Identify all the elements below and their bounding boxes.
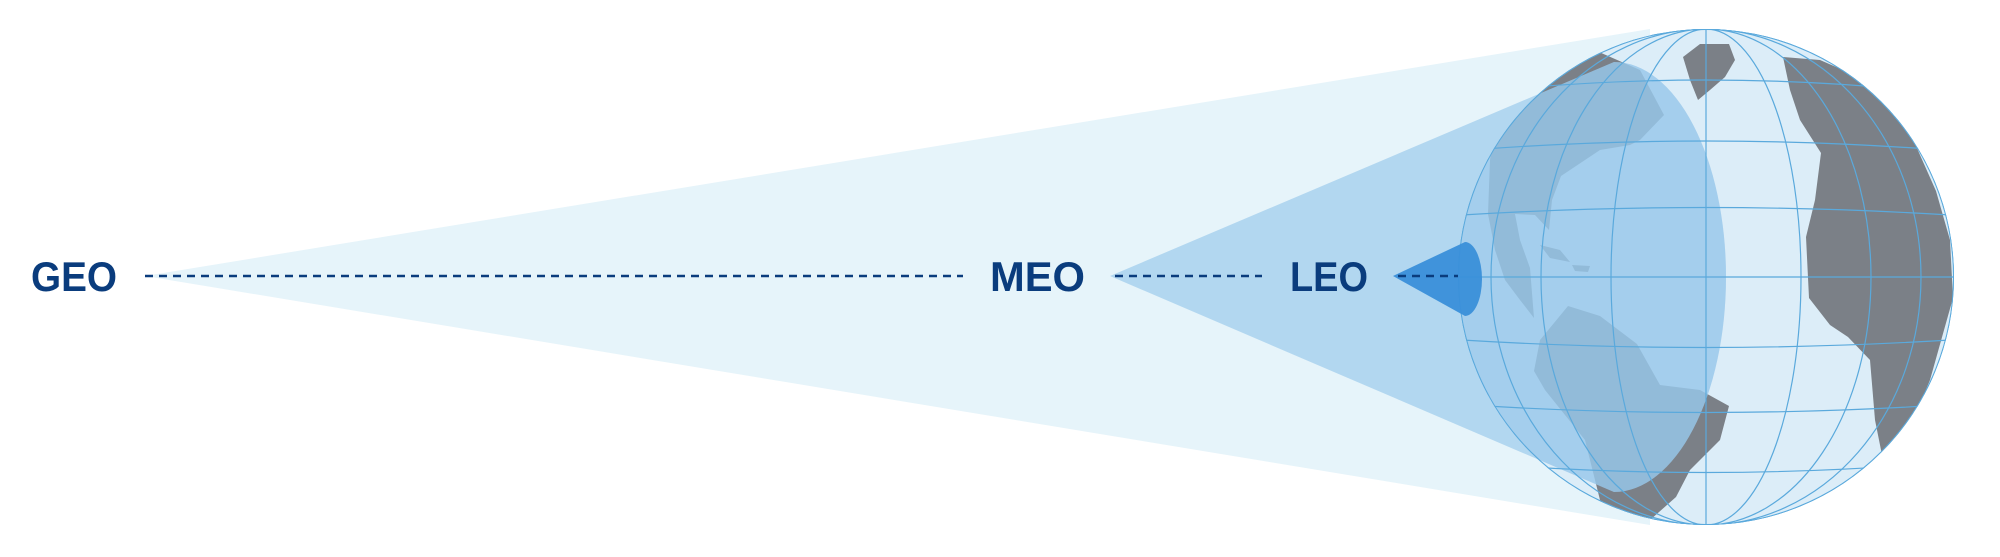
leo-label: LEO (1290, 253, 1368, 300)
meo-label: MEO (990, 253, 1085, 300)
greenland (1683, 44, 1735, 100)
geo-coverage-cone (145, 29, 1650, 525)
globe-grid (1458, 29, 1954, 525)
europe-africa (1783, 57, 1953, 475)
leo-coverage-cone (1393, 242, 1482, 316)
geo-label: GEO (31, 253, 117, 300)
